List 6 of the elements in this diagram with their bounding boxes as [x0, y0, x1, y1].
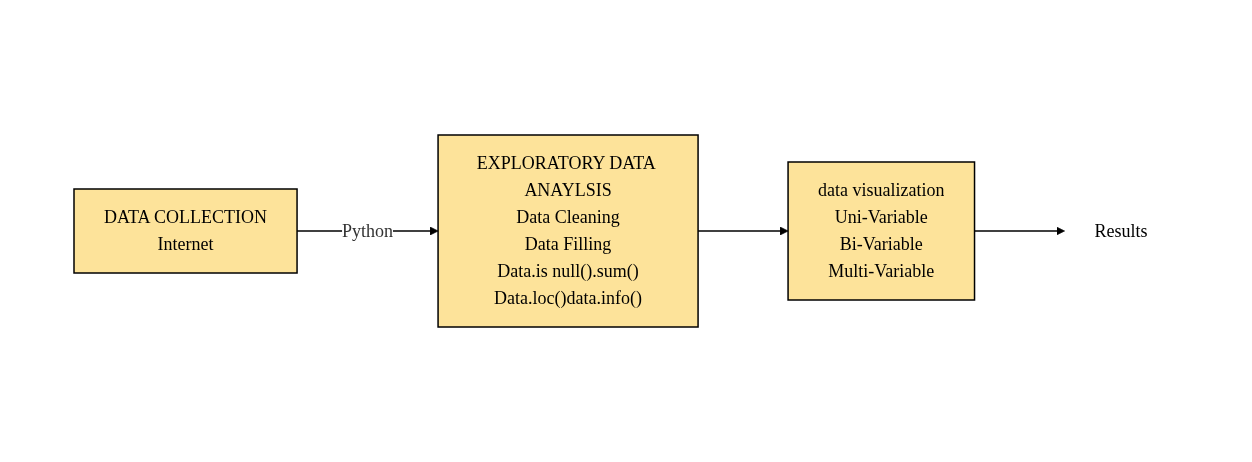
node-text: Results — [1094, 220, 1148, 241]
node-box: EXPLORATORY DATA ANAYLSIS Data Cleaning Data Filling Data.is null().sum() Data.loc()data.info() — [437, 134, 700, 328]
arrow — [974, 226, 1066, 236]
node-box: data visualization Uni-Variable Bi-Variable Multi-Variable — [787, 161, 976, 301]
node-box: DATA COLLECTION Internet — [73, 188, 298, 274]
edge-label: Python — [342, 220, 394, 241]
